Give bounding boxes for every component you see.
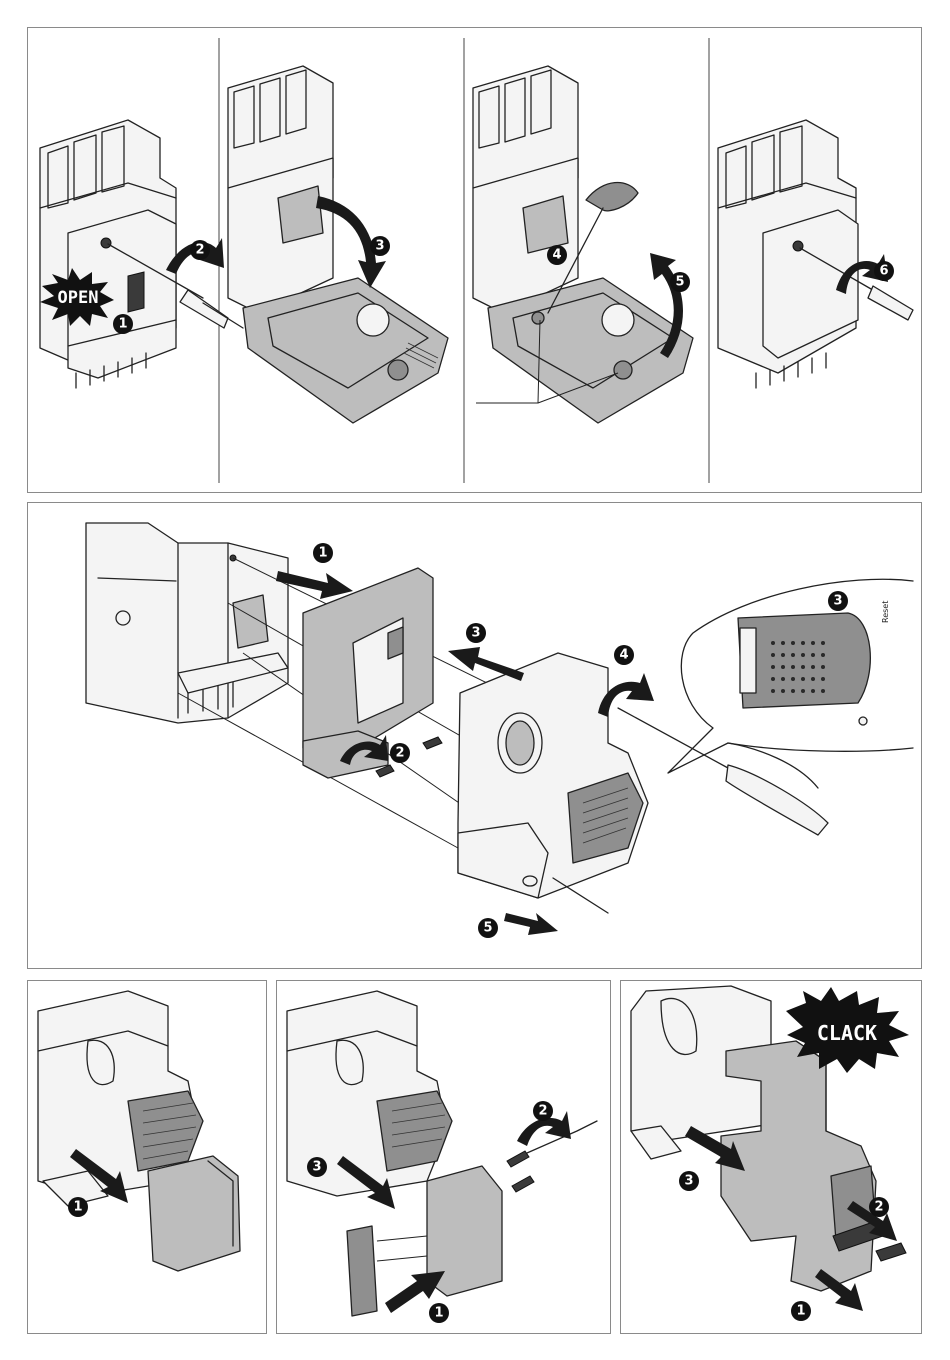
step-badge-4: 4 (547, 245, 567, 265)
breaker-body (86, 523, 288, 723)
svg-text:2: 2 (395, 746, 404, 761)
step-badge-1: 1 (791, 1301, 811, 1321)
step-badge-6: 6 (874, 261, 894, 281)
top-panel-drawing: OPEN 1 2 3 4 5 (28, 28, 923, 494)
middle-instruction-panel: 1 2 3 4 5 Reset 3 (27, 502, 922, 969)
step-badge-1: 1 (113, 314, 133, 334)
breaker-illustration-closed (718, 120, 913, 388)
reset-label: Reset (881, 601, 890, 623)
svg-text:1: 1 (318, 546, 327, 561)
step-badge-3: 3 (679, 1171, 699, 1191)
svg-text:3: 3 (833, 594, 842, 609)
step-badge-1: 1 (68, 1197, 88, 1217)
svg-text:3: 3 (375, 239, 384, 254)
svg-text:2: 2 (195, 243, 204, 258)
step-badge-2: 2 (390, 743, 410, 763)
bottom-middle-drawing: 2 3 1 (277, 981, 612, 1335)
step-badge-3: 3 (307, 1157, 327, 1177)
step-badge-5: 5 (478, 918, 498, 938)
bottom-right-panel: CLACK 3 2 1 (620, 980, 922, 1334)
step-badge-4: 4 (614, 645, 634, 665)
breaker-illustration-plate-open (228, 66, 448, 423)
step-badge-2: 2 (869, 1197, 889, 1217)
svg-text:1: 1 (73, 1200, 82, 1215)
middle-panel-drawing: 1 2 3 4 5 Reset 3 (28, 503, 923, 970)
step-badge-3: 3 (466, 623, 486, 643)
svg-text:6: 6 (879, 264, 888, 279)
svg-text:1: 1 (118, 317, 127, 332)
step-badge-3: 3 (828, 591, 848, 611)
svg-text:1: 1 (796, 1304, 805, 1319)
svg-text:4: 4 (552, 248, 561, 263)
step-badge-3: 3 (370, 236, 390, 256)
step-badge-1: 1 (313, 543, 333, 563)
breaker-illustration-screwing (473, 66, 693, 423)
step-badge-2: 2 (190, 240, 210, 260)
bottom-left-drawing: 1 (28, 981, 268, 1335)
bottom-left-panel: 1 (27, 980, 267, 1334)
svg-text:3: 3 (471, 626, 480, 641)
bottom-middle-panel: 2 3 1 (276, 980, 611, 1334)
svg-text:5: 5 (483, 921, 492, 936)
reset-callout: Reset (668, 579, 913, 788)
clack-label: CLACK (817, 1021, 877, 1045)
top-instruction-panel: OPEN 1 2 3 4 5 (27, 27, 922, 493)
svg-text:5: 5 (675, 275, 684, 290)
svg-text:3: 3 (312, 1160, 321, 1175)
svg-text:3: 3 (684, 1174, 693, 1189)
breaker-illustration-open (40, 120, 243, 388)
svg-text:2: 2 (538, 1104, 547, 1119)
svg-text:1: 1 (434, 1306, 443, 1321)
svg-text:2: 2 (874, 1200, 883, 1215)
step-badge-1: 1 (429, 1303, 449, 1323)
step-badge-5: 5 (670, 272, 690, 292)
step-badge-2: 2 (533, 1101, 553, 1121)
open-label: OPEN (58, 288, 99, 308)
bottom-right-drawing: CLACK 3 2 1 (621, 981, 923, 1335)
svg-text:4: 4 (619, 648, 628, 663)
